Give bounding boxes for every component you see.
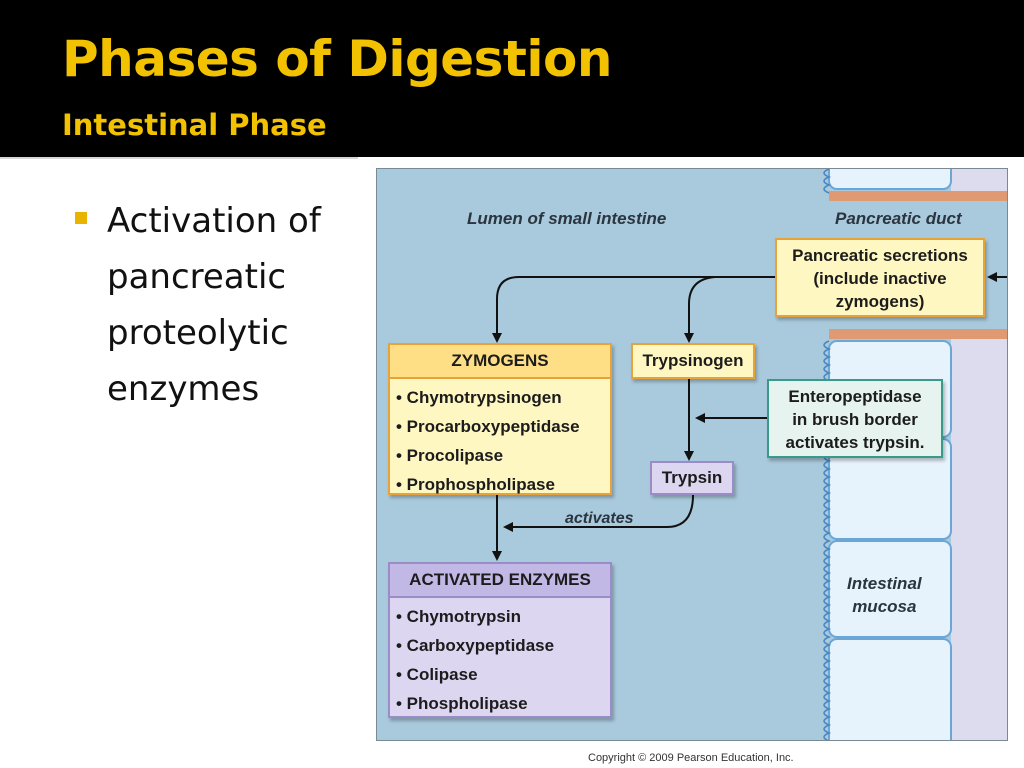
bullet-text: Activation of pancreatic proteolytic enz… (107, 201, 321, 409)
enteropeptidase-box: Enteropeptidase in brush border activate… (767, 379, 943, 458)
digestion-diagram: Lumen of small intestine Pancreatic duct… (376, 168, 1008, 741)
activates-label: activates (565, 510, 634, 527)
zymogens-box: ZYMOGENS • Chymotrypsinogen • Procarboxy… (388, 343, 612, 495)
title-bar: Phases of Digestion Intestinal Phase (0, 0, 1024, 159)
list-item: • Carboxypeptidase (396, 636, 555, 655)
trypsin-box: Trypsin (650, 461, 734, 495)
slide-title: Phases of Digestion (62, 30, 612, 88)
list-item: • Colipase (396, 665, 478, 684)
title-divider (0, 157, 358, 159)
flow-arrows (492, 272, 1007, 561)
activated-list: • Chymotrypsin • Carboxypeptidase • Coli… (390, 598, 610, 718)
zymogens-list: • Chymotrypsinogen • Procarboxypeptidase… (390, 379, 610, 499)
activated-enzymes-box: ACTIVATED ENZYMES • Chymotrypsin • Carbo… (388, 562, 612, 718)
trypsinogen-box: Trypsinogen (631, 343, 755, 379)
duct-wall-bottom (829, 329, 1007, 339)
zymogens-header: ZYMOGENS (390, 345, 610, 379)
activated-header: ACTIVATED ENZYMES (390, 564, 610, 598)
bullet-square-icon (75, 212, 87, 224)
mucosa-label: Intestinal mucosa (847, 574, 922, 616)
lumen-label: Lumen of small intestine (467, 209, 667, 228)
duct-label: Pancreatic duct (835, 209, 962, 228)
duct-wall-top (829, 191, 1007, 201)
list-item: • Prophospholipase (396, 475, 555, 494)
list-item: • Procarboxypeptidase (396, 417, 580, 436)
list-item: • Chymotrypsin (396, 607, 521, 626)
list-item: • Chymotrypsinogen (396, 388, 562, 407)
copyright-note: Copyright © 2009 Pearson Education, Inc. (588, 752, 794, 764)
list-item: • Phospholipase (396, 694, 528, 713)
slide-subtitle: Intestinal Phase (62, 108, 327, 142)
pancreatic-secretions-box: Pancreatic secretions (include inactive … (775, 238, 985, 317)
list-item: • Procolipase (396, 446, 504, 465)
